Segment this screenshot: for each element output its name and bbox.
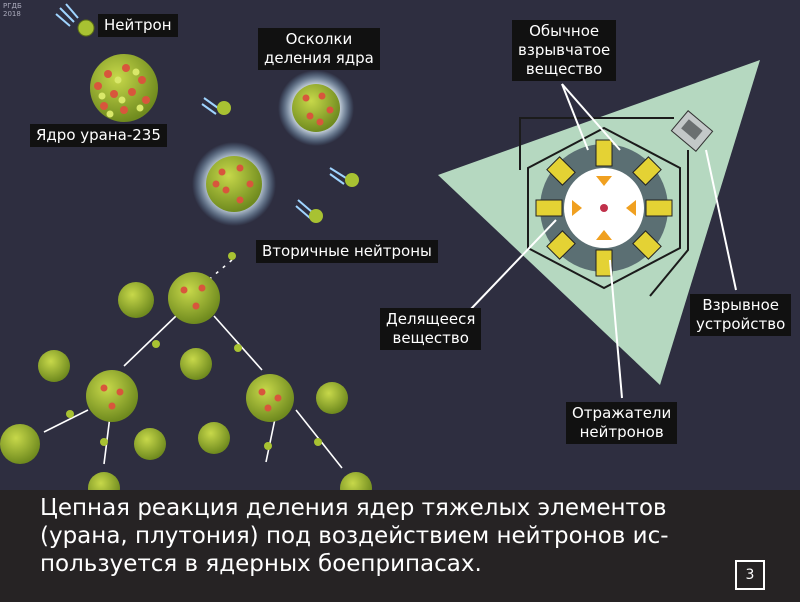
incoming-neutron <box>55 3 95 37</box>
caption-line: (урана, плутония) под воздействием нейтр… <box>40 523 669 549</box>
label-neutron: Нейтрон <box>98 14 178 37</box>
caption-panel <box>0 490 800 602</box>
fission-fragment-2 <box>192 142 276 226</box>
secondary-neutron <box>295 199 323 223</box>
wires <box>519 117 689 297</box>
watermark-line: 2018 <box>3 10 21 18</box>
neutron-dots <box>66 252 322 450</box>
chain-reaction-illustration <box>0 3 760 490</box>
caption-line: Цепная реакция деления ядер тяжелых элем… <box>40 495 667 521</box>
caption-line: пользуется в ядерных боеприпасах. <box>40 551 482 577</box>
label-uranium-235: Ядро урана-235 <box>30 124 167 147</box>
page-number: 3 <box>735 560 765 590</box>
caption-text: Цепная реакция деления ядер тяжелых элем… <box>40 494 770 578</box>
chain-nuclei <box>0 272 372 490</box>
bomb-core <box>527 126 681 290</box>
watermark: РГДБ 2018 <box>3 2 22 18</box>
leader-lines <box>469 83 737 399</box>
chain-nuclei-dots <box>100 284 282 412</box>
uranium-nucleus <box>90 54 158 122</box>
secondary-neutron <box>329 167 359 187</box>
secondary-neutron <box>201 97 231 115</box>
fission-fragment-1 <box>278 70 354 146</box>
label-secondary-neutrons: Вторичные нейтроны <box>256 240 438 263</box>
watermark-line: РГДБ <box>3 2 22 10</box>
detonator <box>670 110 714 152</box>
